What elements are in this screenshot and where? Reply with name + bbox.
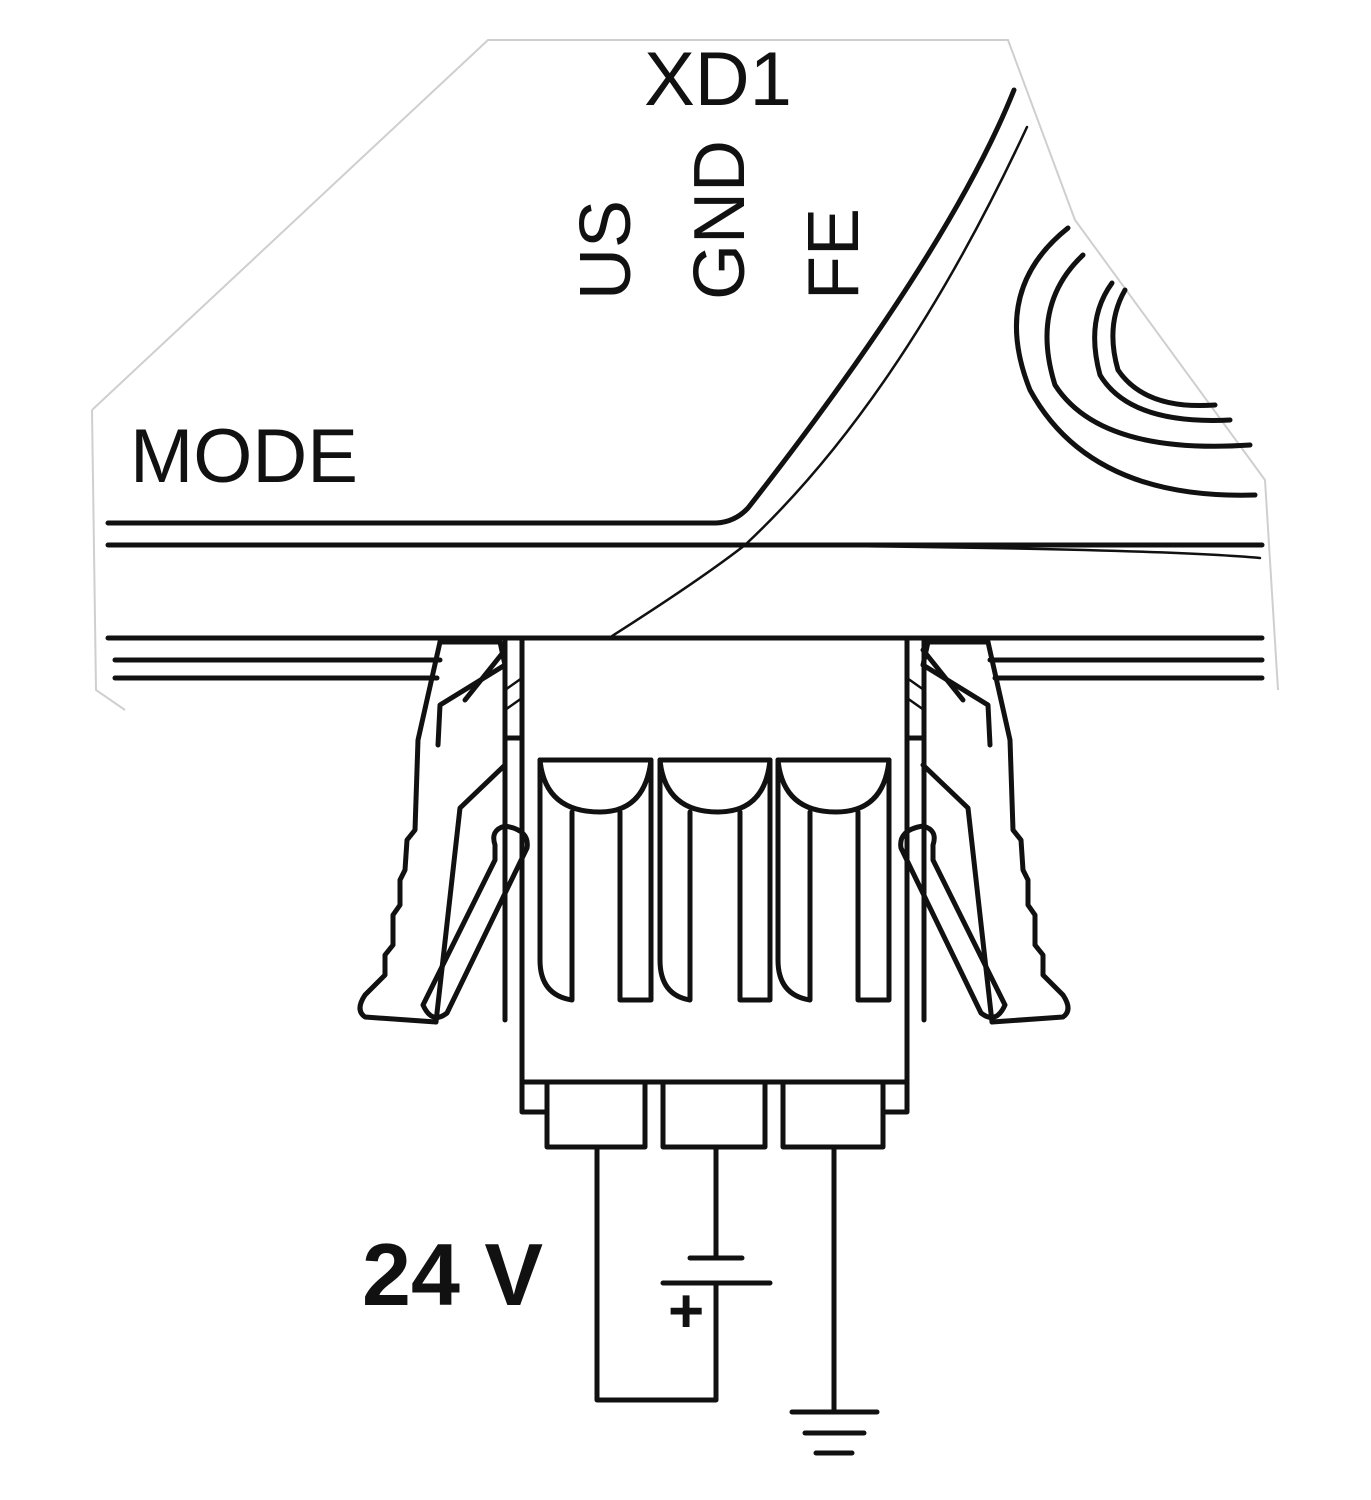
battery-plus-sign: +	[668, 1277, 704, 1346]
battery-icon	[660, 1255, 773, 1286]
housing-body	[105, 87, 1265, 681]
connector-label: XD1	[644, 37, 792, 122]
pin-label-fe: FE	[794, 208, 874, 300]
pin-label-gnd: GND	[680, 140, 760, 300]
voltage-label: 24 V	[362, 1225, 543, 1324]
supply-circuit	[594, 1144, 880, 1456]
wire-us	[594, 1144, 719, 1403]
latch-left	[357, 639, 530, 1025]
device-housing	[91, 39, 1279, 711]
connector-plug	[502, 635, 927, 1150]
ground-icon	[789, 1409, 880, 1456]
latch-right	[898, 639, 1071, 1025]
terminal-slot-us	[537, 757, 654, 1003]
pin-label-us: US	[566, 200, 646, 300]
terminal-slot-fe	[775, 757, 892, 1003]
terminal-slot-gnd	[657, 757, 773, 1003]
cable-gland	[1013, 225, 1258, 498]
mode-label: MODE	[130, 414, 358, 499]
